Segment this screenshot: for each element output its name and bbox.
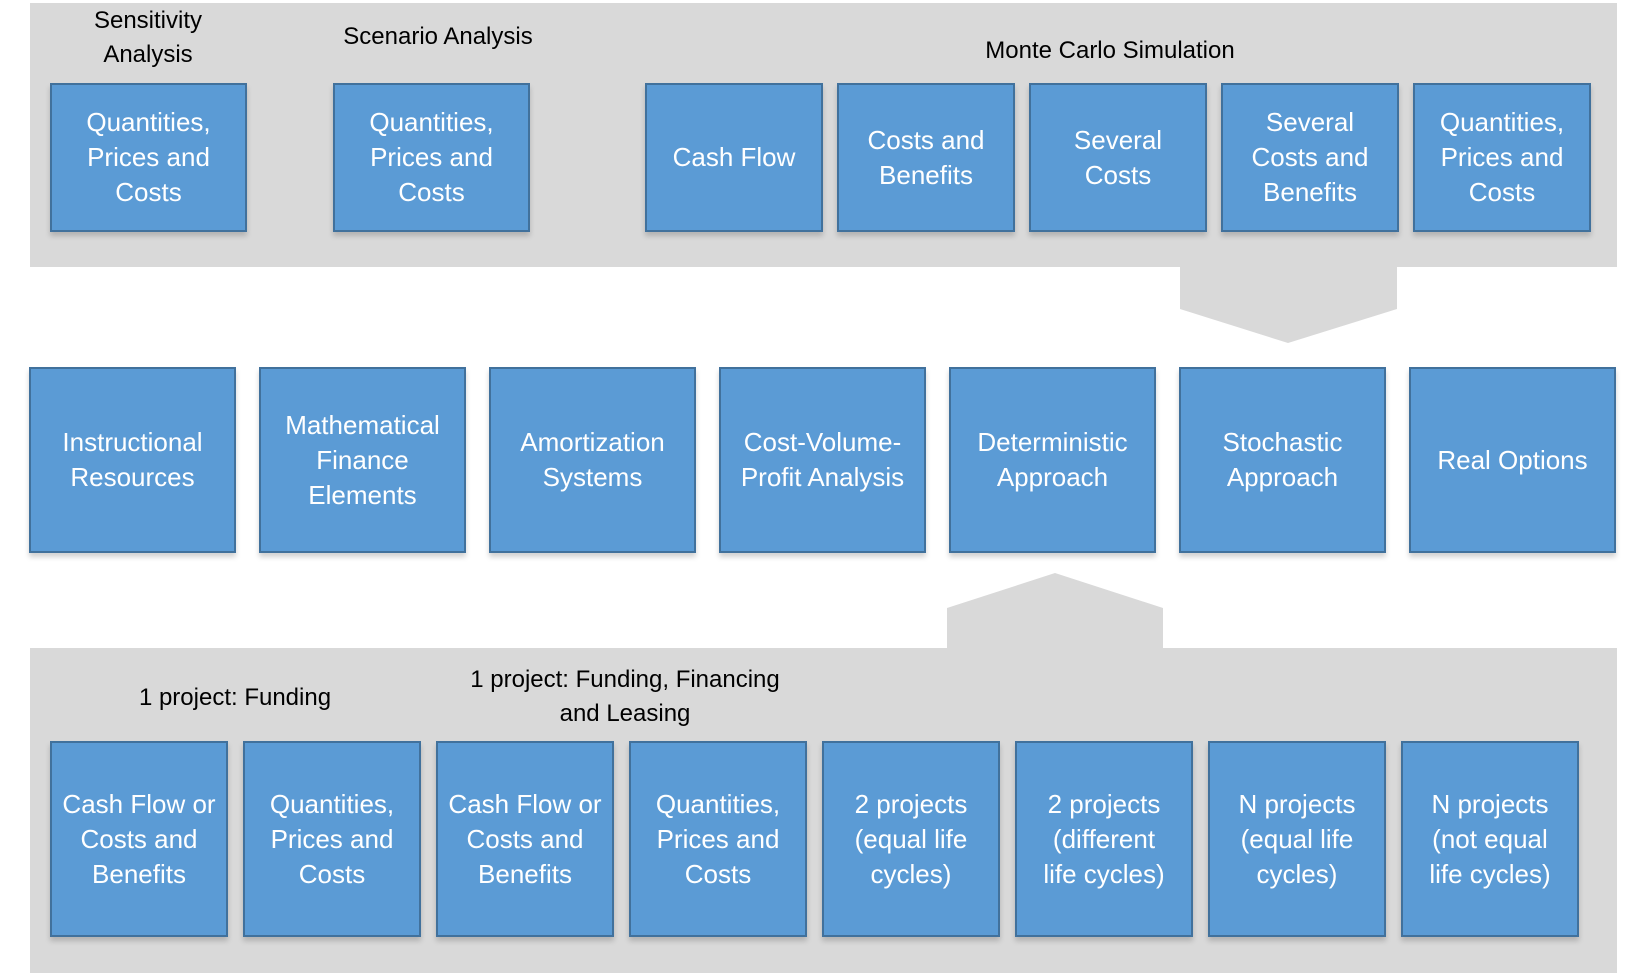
deterministic-approach-box: Deterministic Approach [949,367,1156,553]
monte-carlo-simulation-label: Monte Carlo Simulation [985,37,1235,64]
sensitivity-quantities-prices-costs-box: Quantities, Prices and Costs [50,83,247,232]
one-project-funding-label: 1 project: Funding [138,684,332,711]
deterministic-connector-arrow [947,573,1163,648]
real-options-box: Real Options [1409,367,1616,553]
cost-volume-profit-analysis-box: Cost-Volume- Profit Analysis [719,367,926,553]
n-projects-equal-life-cycles-box: N projects (equal life cycles) [1208,741,1386,937]
monte-carlo-costs-benefits-box: Costs and Benefits [837,83,1015,232]
mathematical-finance-elements-box: Mathematical Finance Elements [259,367,466,553]
one-project-funding-financing-leasing-label: 1 project: Funding, Financing and Leasin… [470,666,780,727]
scenario-analysis-label: Scenario Analysis [343,23,533,50]
stochastic-approach-box: Stochastic Approach [1179,367,1386,553]
monte-carlo-several-costs-box: Several Costs [1029,83,1207,232]
scenario-quantities-prices-costs-box: Quantities, Prices and Costs [333,83,530,232]
funding-quantities-prices-costs-box: Quantities, Prices and Costs [243,741,421,937]
sensitivity-analysis-label: Sensitivity Analysis [93,7,203,68]
two-projects-different-life-cycles-box: 2 projects (different life cycles) [1015,741,1193,937]
amortization-systems-box: Amortization Systems [489,367,696,553]
stochastic-connector-arrow [1180,267,1397,343]
financing-quantities-prices-costs-box: Quantities, Prices and Costs [629,741,807,937]
monte-carlo-cash-flow-box: Cash Flow [645,83,823,232]
monte-carlo-quantities-prices-costs-box: Quantities, Prices and Costs [1413,83,1591,232]
financing-cash-flow-costs-benefits-box: Cash Flow or Costs and Benefits [436,741,614,937]
two-projects-equal-life-cycles-box: 2 projects (equal life cycles) [822,741,1000,937]
funding-cash-flow-costs-benefits-box: Cash Flow or Costs and Benefits [50,741,228,937]
monte-carlo-several-costs-benefits-box: Several Costs and Benefits [1221,83,1399,232]
instructional-resources-box: Instructional Resources [29,367,236,553]
n-projects-not-equal-life-cycles-box: N projects (not equal life cycles) [1401,741,1579,937]
